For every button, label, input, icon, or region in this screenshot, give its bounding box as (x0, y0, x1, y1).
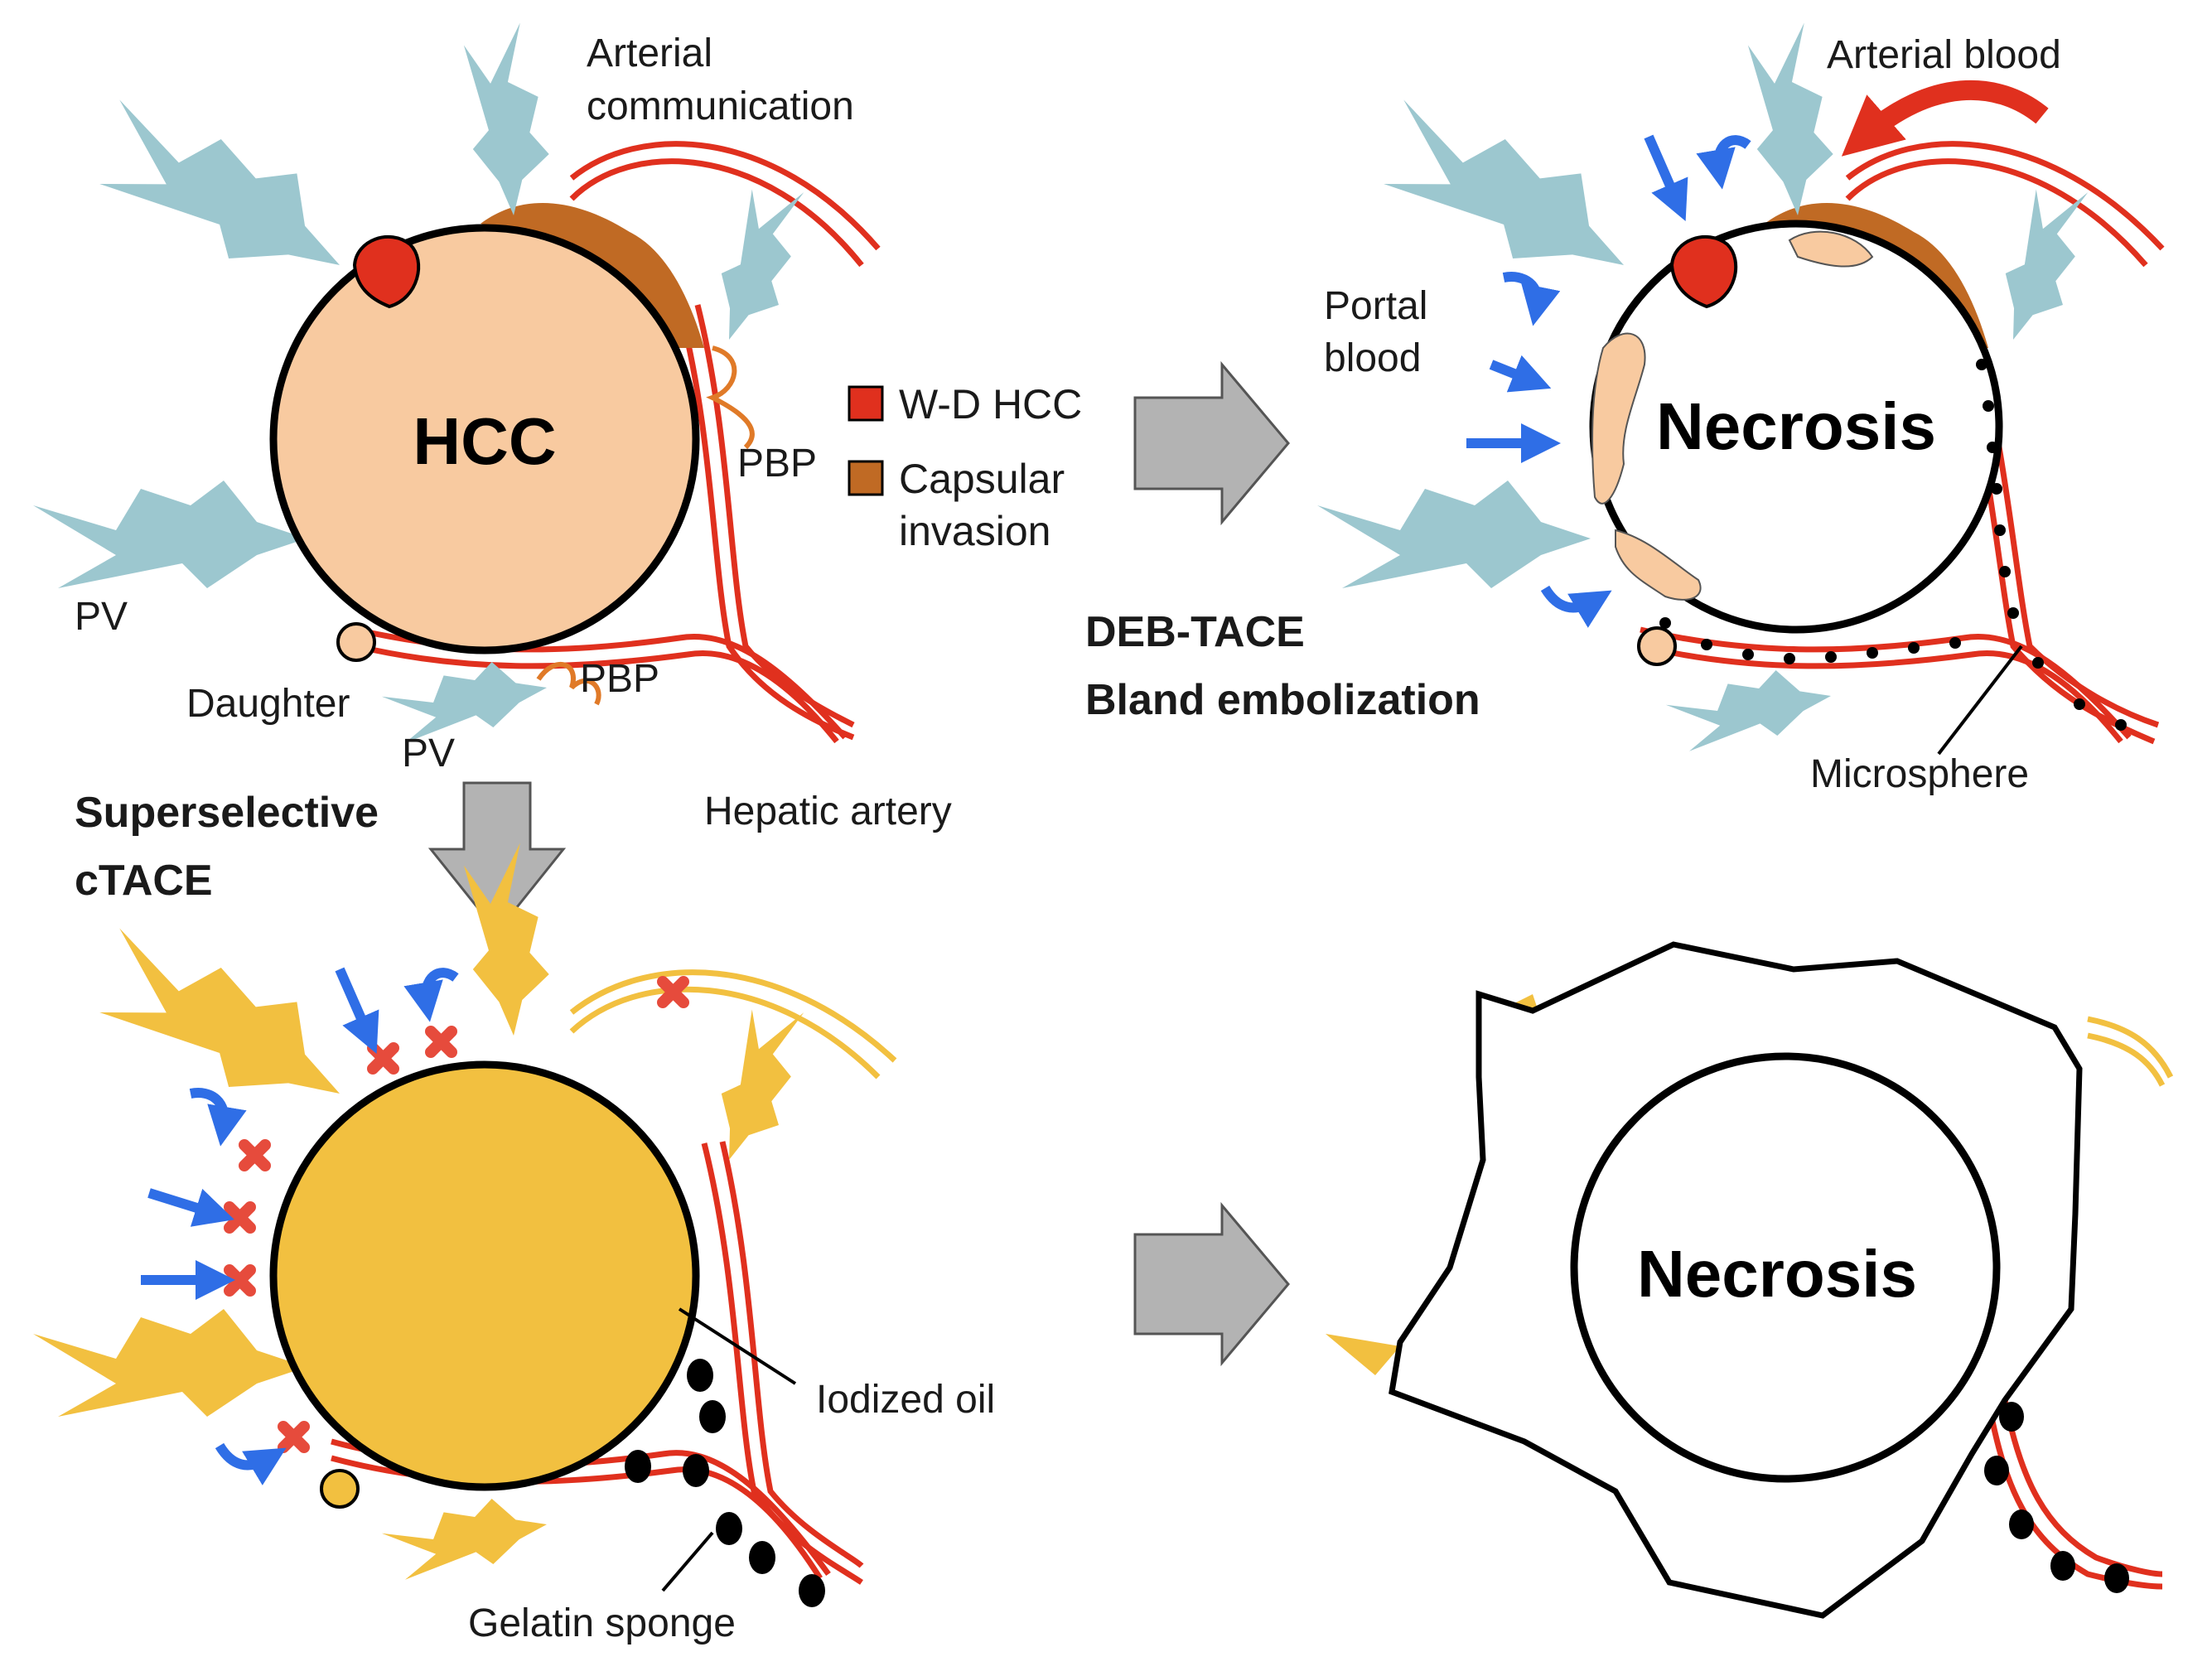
hcc-label: HCC (413, 404, 556, 478)
arterial-blood-label: Arterial blood (1827, 33, 2061, 77)
microsphere-label: Microsphere (1810, 752, 2029, 796)
arterial-blood-arrow (1841, 80, 2049, 157)
panel-deb-tace: Necrosis Portal blood Arterial blood Mic… (1317, 21, 2165, 796)
bland-embolization-label: Bland embolization (1085, 676, 1480, 724)
legend-label-capsular-2: invasion (899, 508, 1050, 554)
legend: W-D HCC Capsular invasion (848, 381, 1082, 554)
oil-filled-tumor (269, 1060, 700, 1491)
necrosis-label-bottom: Necrosis (1637, 1237, 1917, 1311)
superselective-ctace-label-2: cTACE (75, 857, 213, 905)
legend-label-capsular-1: Capsular (899, 456, 1065, 502)
iodized-oil-label: Iodized oil (816, 1378, 995, 1422)
legend-swatch-capsular (848, 460, 884, 496)
panel-necrosis: Necrosis (1326, 941, 2174, 1619)
daughter-label: Daughter (186, 682, 350, 726)
microspheres (1659, 359, 2127, 731)
gelatin-sponge-plugs (625, 1359, 825, 1607)
pbp-loop-upper (706, 345, 755, 450)
arterial-communication-label-2: communication (587, 85, 854, 128)
panel-hcc: HCC Arterial communication PBP PBP PV PV… (33, 21, 952, 833)
wd-hcc-nodule-top-right (1669, 235, 1738, 309)
pbp-label-upper: PBP (737, 442, 817, 485)
wd-hcc-nodule (352, 235, 421, 309)
down-arrow-icon (427, 781, 567, 935)
gelatin-sponge-label: Gelatin sponge (468, 1601, 736, 1645)
right-arrow-icon (1133, 1201, 1290, 1367)
curved-arrow-icon (1466, 134, 1751, 628)
portal-blood-label-2: blood (1324, 336, 1421, 380)
pbp-loop-lower (536, 661, 601, 706)
right-arrow-icon (1133, 360, 1290, 526)
curved-arrow-icon (141, 967, 459, 1485)
legend-swatch-wd-hcc (848, 385, 884, 422)
arterial-communication-label-1: Arterial (587, 31, 712, 75)
deb-tace-label: DEB-TACE (1085, 608, 1305, 656)
daughter-nodule (336, 622, 376, 662)
necrosis-tumor-bottom (1570, 1052, 2001, 1483)
pbp-label-lower: PBP (580, 657, 659, 701)
pv-label-lower: PV (402, 732, 455, 775)
hepatic-artery-label: Hepatic artery (704, 790, 952, 833)
hcc-tumor (269, 224, 700, 654)
portal-blood-label-1: Portal (1324, 284, 1427, 328)
panel-ctace: Iodized oil Gelatin sponge (33, 841, 995, 1645)
superselective-ctace-label-1: Superselective (75, 789, 379, 837)
pv-label-upper: PV (75, 595, 128, 639)
necrosis-label-top: Necrosis (1656, 389, 1936, 463)
legend-label-wd-hcc: W-D HCC (899, 381, 1082, 427)
